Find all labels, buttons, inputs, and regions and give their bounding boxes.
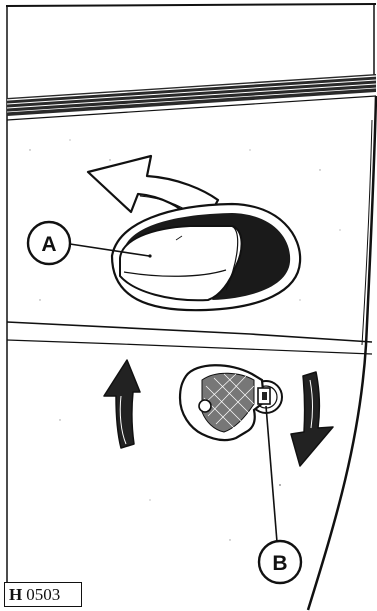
figure-ref-number: 0503 (26, 585, 60, 605)
door-handle (112, 204, 300, 310)
figure-reference-box: H 0503 (4, 582, 82, 607)
callout-b: B (259, 406, 301, 583)
figure-ref-letter: H (9, 585, 22, 605)
key-in-lock (180, 365, 282, 440)
window-belt-moulding (7, 74, 376, 120)
door-crease-line (7, 322, 372, 354)
callout-a-label: A (41, 233, 56, 256)
callout-b-label: B (272, 552, 287, 575)
clockwise-arrow-icon (291, 372, 333, 466)
counterclockwise-arrow-icon (104, 360, 140, 448)
